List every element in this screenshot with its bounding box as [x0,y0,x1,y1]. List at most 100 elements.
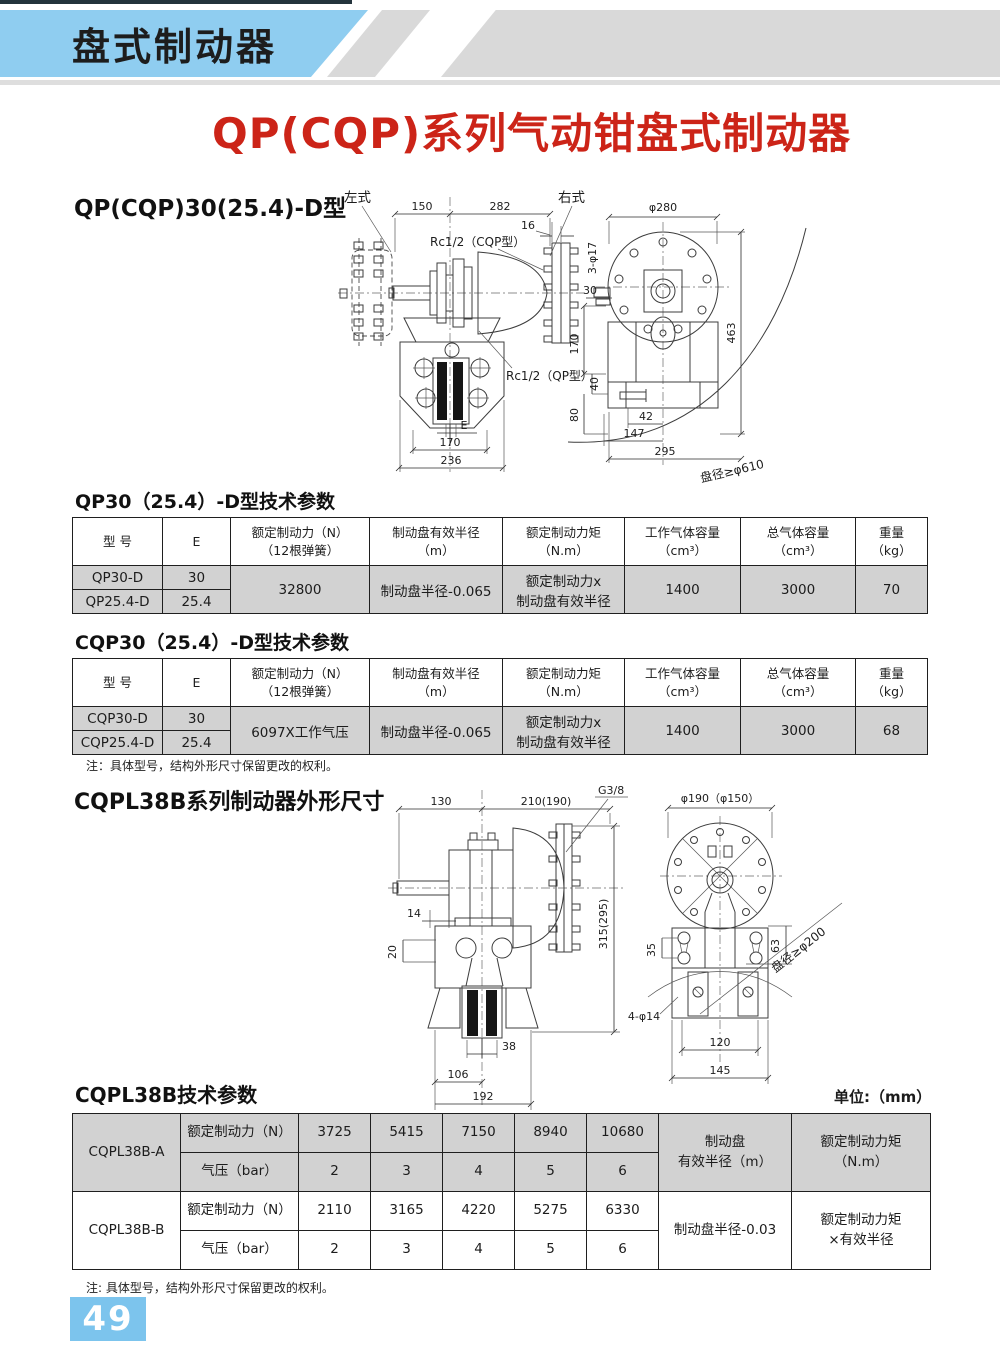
unit-label: 单位:（mm） [834,1088,932,1106]
row-label: 额定制动力（N） [180,1113,299,1153]
weight-cell: 68 [855,706,928,755]
row-label: 额定制动力（N） [180,1191,299,1231]
total-volume-cell: 3000 [740,565,856,614]
working-volume-cell: 1400 [624,565,741,614]
radius-cell: 制动盘 有效半径（m） [658,1113,792,1192]
section2-title: CQPL38B系列制动器外形尺寸 [74,790,385,815]
dim-label: φ190（φ150） [681,792,760,805]
value-cell: 4 [442,1152,515,1192]
header-radius: 制动盘有效半径 （m） [369,517,503,566]
value-cell: 4220 [442,1191,515,1231]
model-cell: QP25.4-D [72,589,163,614]
value-cell: 4 [442,1230,515,1270]
model-cell: CQP25.4-D [72,730,163,755]
cqp30-params-table: 型 号 E 额定制动力（N） （12根弹簧） 制动盘有效半径 （m） 额定制动力… [72,658,928,755]
value-cell: 3725 [298,1113,371,1153]
page-title: QP(CQP)系列气动钳盘式制动器 [212,109,852,158]
dim-label: 20 [386,945,399,959]
dim-label: 63 [769,939,782,953]
value-cell: 3165 [370,1191,443,1231]
right-type-label: 右式 [558,190,586,206]
category-banner: 盘式制动器 [0,10,368,77]
page-number-badge: 49 [70,1297,146,1341]
dim-label: 147 [624,427,645,440]
dim-label: φ280 [649,201,677,214]
dim-label: 295 [655,445,676,458]
dim-label: 170 [568,334,581,355]
cqpl38b-front-view: φ190（φ150） 35 63 盘径≥φ200 4-φ14 120 145 [628,792,843,1084]
value-cell: 6 [586,1230,659,1270]
header-force: 额定制动力（N） （12根弹簧） [230,658,370,707]
dim-label: 145 [710,1064,731,1077]
dim-label: 30 [583,284,597,297]
radius-cell: 制动盘半径-0.065 [369,706,503,755]
header-torque: 额定制动力矩 （N.m） [502,658,625,707]
working-volume-cell: 1400 [624,706,741,755]
dim-label: 463 [725,323,738,344]
table3-title: CQPL38B技术参数 [75,1083,258,1107]
model-cell: CQPL38B-B [72,1191,181,1270]
header-torque: 额定制动力矩 （N.m） [502,517,625,566]
dim-label: 16 [521,219,535,232]
dim-label: 236 [441,454,462,467]
value-cell: 6330 [586,1191,659,1231]
table1-title: QP30（25.4）-D型技术参数 [75,491,336,513]
dim-label: 38 [502,1040,516,1053]
model-cell: CQP30-D [72,706,163,731]
disc-diameter-note: 盘径≥φ610 [699,456,766,485]
torque-cell: 额定制动力矩 （N.m） [791,1113,931,1192]
value-cell: 7150 [442,1113,515,1153]
value-cell: 8940 [514,1113,587,1153]
dim-label: 80 [568,408,581,422]
weight-cell: 70 [855,565,928,614]
dim-label: 192 [473,1090,494,1103]
header-weight: 重量 （kg） [855,517,928,566]
qp30-side-view: 150 282 16 左式 右式 Rc1/2（CQP型） Rc1/2（QP型） … [338,190,593,472]
header-radius: 制动盘有效半径 （m） [369,658,503,707]
dim-label: 35 [645,943,658,957]
dim-label: 106 [448,1068,469,1081]
qp30-front-view: φ280 3-φ17 30 170 40 80 463 42 147 295 盘… [567,201,807,485]
table2-title: CQP30（25.4）-D型技术参数 [75,632,349,654]
value-cell: 5275 [514,1191,587,1231]
header-weight: 重量 （kg） [855,658,928,707]
value-cell: 5415 [370,1113,443,1153]
cqpl38b-params-table: CQPL38B-A 额定制动力（N） 3725 5415 7150 8940 1… [72,1113,931,1270]
dim-label: 315(295) [597,899,610,950]
cqpl38b-side-view: 130 210(190) G3/8 315(295) 14 20 38 106 … [386,784,628,1110]
dim-label: 4-φ14 [628,1010,660,1023]
force-cell: 32800 [230,565,370,614]
port-label-cqp: Rc1/2（CQP型） [430,235,525,249]
qp30-params-table: 型 号 E 额定制动力（N） （12根弹簧） 制动盘有效半径 （m） 额定制动力… [72,517,928,614]
header-force: 额定制动力（N） （12根弹簧） [230,517,370,566]
dim-label: 282 [490,200,511,213]
dim-label: 120 [710,1036,731,1049]
e-cell: 25.4 [162,730,231,755]
page-number: 49 [82,1299,134,1339]
banner-gray-bar [441,10,1000,77]
dim-label: 130 [431,795,452,808]
value-cell: 3 [370,1152,443,1192]
value-cell: 5 [514,1230,587,1270]
port-label-qp: Rc1/2（QP型） [506,369,593,383]
value-cell: 2110 [298,1191,371,1231]
section1-title: QP(CQP)30(25.4)-D型 [74,196,347,222]
value-cell: 2 [298,1152,371,1192]
header-model: 型 号 [72,658,163,707]
header-e: E [162,517,231,566]
header-total-volume: 总气体容量 （cm³） [740,658,856,707]
dim-label: 210(190) [521,795,572,808]
row-label: 气压（bar） [180,1152,299,1192]
qp30-technical-drawing: 150 282 16 左式 右式 Rc1/2（CQP型） Rc1/2（QP型） … [338,190,807,485]
top-accent-bar [0,0,352,4]
value-cell: 3 [370,1230,443,1270]
dim-label: 40 [588,377,601,391]
torque-cell: 额定制动力矩 ×有效半径 [791,1191,931,1270]
header-working-volume: 工作气体容量 （cm³） [624,517,741,566]
radius-cell: 制动盘半径-0.065 [369,565,503,614]
left-type-label: 左式 [344,190,371,206]
e-cell: 25.4 [162,589,231,614]
header-working-volume: 工作气体容量 （cm³） [624,658,741,707]
torque-cell: 额定制动力x 制动盘有效半径 [502,706,625,755]
